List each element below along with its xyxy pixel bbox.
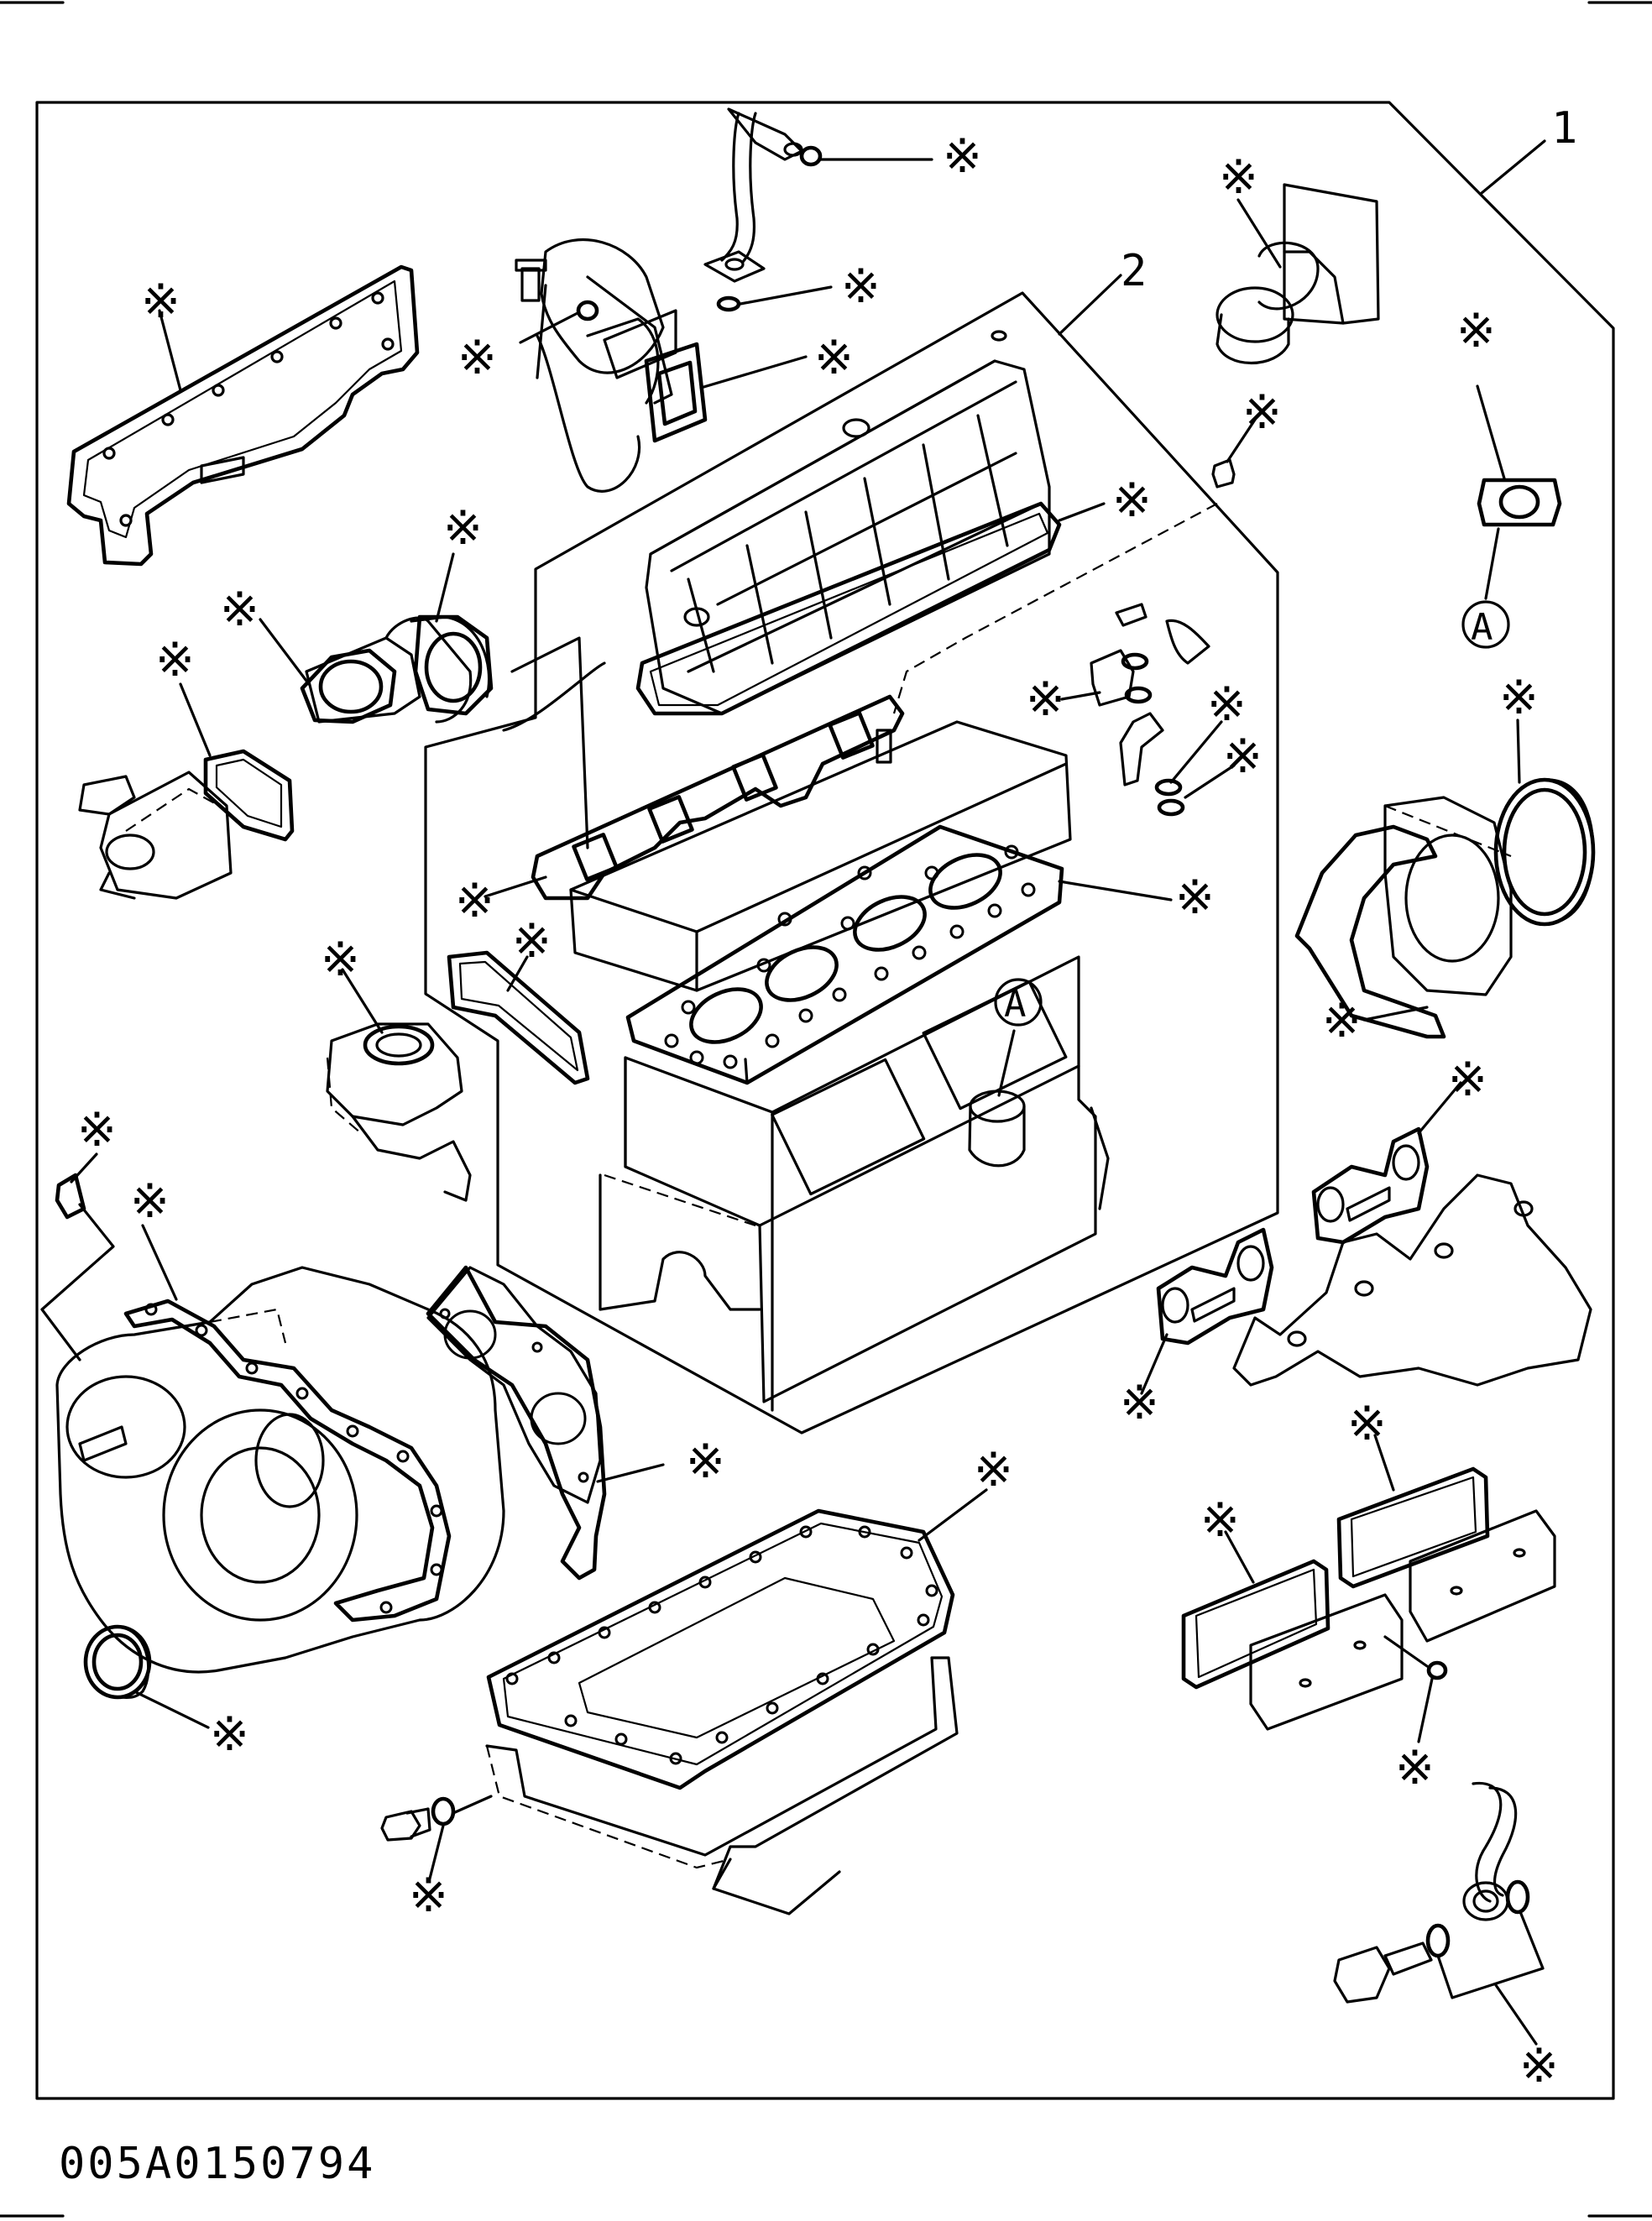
star-callout: ※: [1322, 994, 1362, 1048]
thermostat-cover-gasket: [447, 950, 590, 1085]
star-callout: ※: [455, 874, 494, 928]
inspection-covers: [1249, 1509, 1556, 1731]
callout-1-label: 1: [1551, 103, 1577, 154]
exhaust-gasket-upper: [1311, 1126, 1430, 1245]
star-callout: ※: [409, 1868, 448, 1923]
star-callout: ※: [220, 583, 259, 637]
star-callout: ※: [1200, 1493, 1240, 1548]
star-callout: ※: [814, 331, 854, 385]
breather-gasket: [644, 342, 708, 443]
star-callout: ※: [1223, 729, 1263, 784]
side-cover-gasket: [66, 264, 420, 567]
star-callout: ※: [974, 1443, 1013, 1497]
water-outlet-gasket: [413, 614, 494, 716]
thermostat-gasket: [300, 648, 397, 724]
star-callout: ※: [1499, 671, 1539, 725]
turbocharger: [1215, 183, 1380, 365]
cover-washer: [1426, 1660, 1448, 1680]
breather-bolt: [515, 259, 547, 302]
front-plate-gasket: [426, 1265, 607, 1581]
crank-front-seal: [83, 1624, 152, 1700]
oil-cap: [1211, 458, 1236, 489]
star-callout: ※: [210, 1707, 249, 1762]
star-callout: ※: [1242, 385, 1282, 440]
star-callout: ※: [141, 274, 180, 329]
star-callouts: ※ ※ ※ ※ ※ ※ ※ ※ ※ ※ ※ ※ ※ ※ ※ ※ ※ ※ ※ ※ …: [77, 129, 1559, 2093]
star-callout: ※: [1175, 870, 1215, 925]
timing-case-gasket: [123, 1299, 452, 1623]
star-callout: ※: [1112, 473, 1152, 528]
exhaust-gasket-lower: [1156, 1227, 1274, 1346]
star-callout: ※: [1347, 1397, 1387, 1451]
callout-leaders: [1058, 139, 1546, 336]
rear-plate-gasket: [1294, 824, 1446, 1039]
diagram-part-number: 005A0150794: [59, 2139, 375, 2189]
star-callout: ※: [130, 1174, 170, 1229]
star-callout: ※: [443, 501, 483, 556]
star-callout: ※: [1120, 1376, 1159, 1430]
star-callout: ※: [1519, 2039, 1559, 2093]
pump-gasket: [203, 749, 295, 842]
star-callout: ※: [1395, 1741, 1435, 1795]
star-callout: ※: [943, 129, 982, 184]
breather-housing: [536, 238, 677, 493]
cylinder-block: [599, 955, 1110, 1412]
banjo-bolt: [1333, 1941, 1433, 2004]
breather-washer: [576, 300, 599, 321]
intake-manifold-gasket: [531, 694, 905, 901]
star-callout: ※: [1456, 304, 1496, 358]
star-callout: ※: [1448, 1053, 1487, 1107]
ref-a-label-block: A: [1004, 983, 1027, 1026]
oil-filter-boss: [968, 1090, 1026, 1168]
star-callout: ※: [686, 1435, 725, 1489]
ref-a-label-right: A: [1471, 606, 1493, 649]
rocker-cover-gasket: [635, 501, 1062, 716]
turbo-outlet-gasket: [1477, 478, 1562, 527]
star-callout: ※: [512, 914, 552, 969]
oil-pipe-washers: [716, 145, 933, 312]
star-callout: ※: [1207, 677, 1247, 732]
injector-seals: [1121, 652, 1185, 817]
rocker-cover: [645, 330, 1051, 715]
star-callout: ※: [1026, 672, 1065, 727]
star-callout: ※: [321, 933, 360, 987]
star-callout: ※: [457, 331, 497, 385]
oil-pan: [485, 1656, 959, 1915]
exhaust-manifold: [1232, 1173, 1592, 1387]
oil-feed-pipe: [703, 107, 803, 283]
flywheel-housing: [1383, 796, 1513, 996]
oil-pan-gasket: [486, 1508, 955, 1790]
star-callout: ※: [77, 1103, 117, 1158]
outer-kit-frame: [35, 101, 1615, 2100]
callout-2-label: 2: [1121, 246, 1147, 296]
side-cover-gasket-lower: [1181, 1559, 1330, 1690]
star-callout: ※: [155, 633, 195, 687]
star-callout: ※: [841, 259, 881, 314]
head-kit-frame: [424, 291, 1279, 1435]
water-pump-ring-gasket: [363, 1024, 435, 1066]
drain-plug: [380, 1807, 431, 1842]
front-plate: [426, 1266, 602, 1504]
oil-return-pipe: [1462, 1781, 1518, 1921]
side-cover-gasket-upper: [1336, 1466, 1490, 1589]
drain-washer: [431, 1796, 456, 1826]
small-bracket-gasket: [55, 1173, 86, 1220]
water-pump: [326, 1022, 472, 1202]
star-callout: ※: [1219, 150, 1258, 205]
ref-a-circle-block: [994, 978, 1043, 1027]
cylinder-head: [502, 636, 1072, 992]
rear-oil-seal: [1493, 777, 1596, 927]
ref-a-circle-right: [1461, 600, 1510, 649]
timing-gear-case: [55, 1266, 505, 1674]
injection-pump: [78, 771, 233, 900]
